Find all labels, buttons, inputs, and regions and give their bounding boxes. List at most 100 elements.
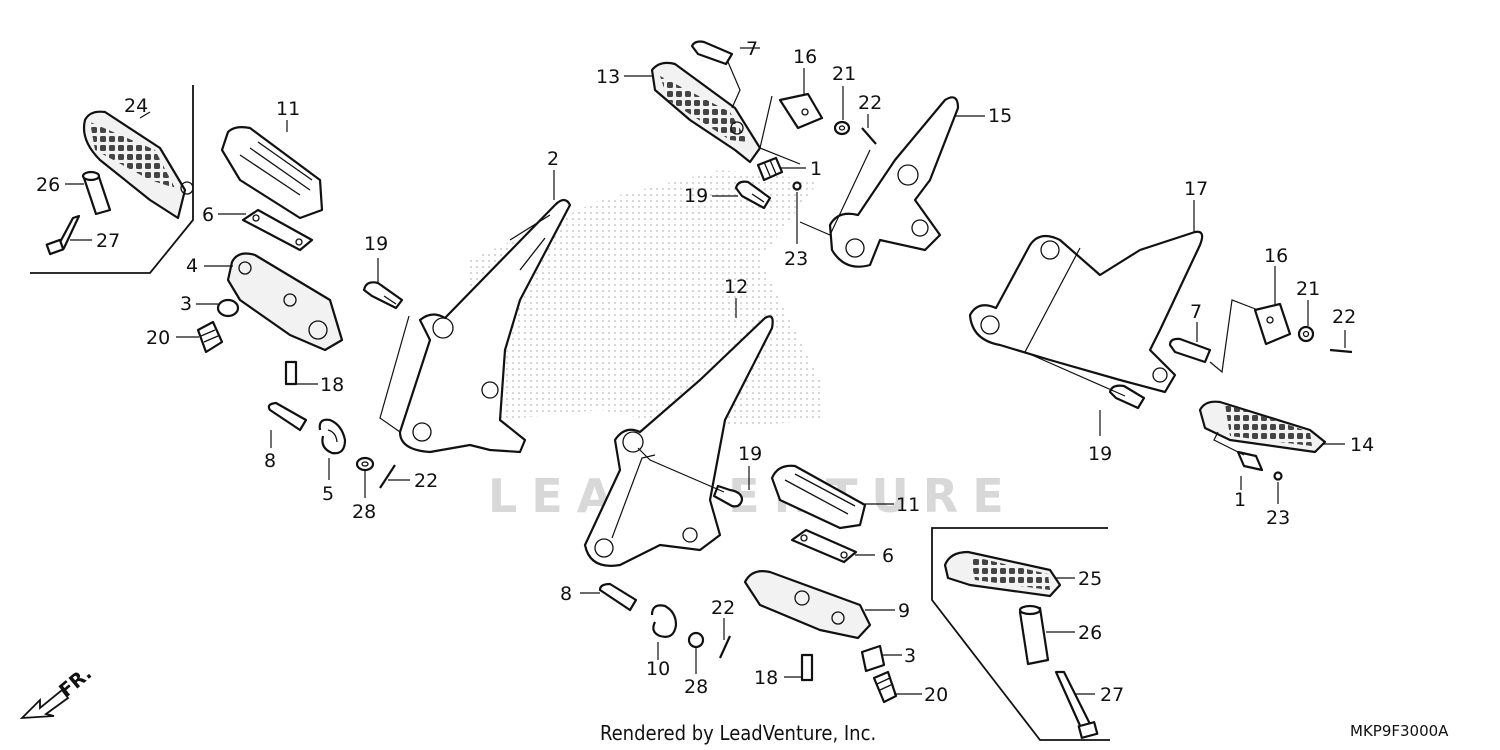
callout-28-b: 28 xyxy=(684,676,708,698)
callout-10: 10 xyxy=(646,658,670,680)
callout-22-b: 22 xyxy=(858,92,882,114)
callout-8-b: 8 xyxy=(560,583,572,605)
collar-26-bottom xyxy=(1018,604,1050,666)
callout-23-b: 23 xyxy=(1266,507,1290,529)
callout-20-a: 20 xyxy=(146,327,170,349)
spring-10 xyxy=(650,604,678,638)
footpeg-24 xyxy=(82,110,194,220)
cotter-pin-22-a xyxy=(379,464,396,489)
callout-3-b: 3 xyxy=(904,645,916,667)
callout-24: 24 xyxy=(124,95,148,117)
inset-frame-bottom-right xyxy=(931,527,1110,741)
footer-credit: Rendered by LeadVenture, Inc. xyxy=(600,721,876,745)
pin-8-top xyxy=(267,401,308,432)
pin-7-bottom xyxy=(1168,337,1212,364)
callout-19-b: 19 xyxy=(684,185,708,207)
spring-1-top xyxy=(756,156,784,182)
callout-11-b: 11 xyxy=(896,494,920,516)
bolt-20-top xyxy=(196,320,224,354)
ball-23-bottom xyxy=(1273,471,1283,481)
footpeg-13 xyxy=(650,61,762,164)
callout-4: 4 xyxy=(186,255,198,277)
cotter-pin-22-d xyxy=(1329,348,1353,354)
bracket-12 xyxy=(583,315,774,567)
callout-19-c: 19 xyxy=(738,443,762,465)
callout-13: 13 xyxy=(596,66,620,88)
bolt-27-top xyxy=(45,214,81,256)
inset-frame-top-left xyxy=(30,85,194,274)
front-indicator: FR. xyxy=(19,662,96,720)
callout-15: 15 xyxy=(988,105,1012,127)
callout-1-b: 1 xyxy=(1234,489,1246,511)
callout-14: 14 xyxy=(1350,434,1374,456)
callout-19-a: 19 xyxy=(364,233,388,255)
collar-3-bottom xyxy=(860,644,886,673)
plate-6-top xyxy=(241,208,314,252)
footpeg-14 xyxy=(1198,400,1327,454)
callout-20-b: 20 xyxy=(924,684,948,706)
callout-21-b: 21 xyxy=(1296,278,1320,300)
washer-28-bottom xyxy=(687,631,705,649)
rubber-11-top xyxy=(220,126,324,220)
leader-lines xyxy=(65,47,1346,695)
callout-18-a: 18 xyxy=(320,374,344,396)
bracket-17 xyxy=(968,230,1204,394)
bolt-20-bottom xyxy=(872,670,898,704)
watermark-logo xyxy=(470,170,820,430)
callout-22-a: 22 xyxy=(414,470,438,492)
callout-6-b: 6 xyxy=(882,545,894,567)
callout-7-a: 7 xyxy=(746,38,758,60)
front-arrow-icon xyxy=(19,688,70,720)
callout-8-a: 8 xyxy=(264,450,276,472)
washer-21-top xyxy=(833,120,851,136)
callout-27-a: 27 xyxy=(96,230,120,252)
bolt-19-b xyxy=(734,180,772,210)
spring-5 xyxy=(318,418,347,455)
plate-6-bottom xyxy=(790,528,858,564)
callout-12: 12 xyxy=(724,276,748,298)
callout-28-a: 28 xyxy=(352,501,376,523)
callout-9: 9 xyxy=(898,600,910,622)
bolt-27-bottom xyxy=(1054,670,1099,739)
watermark-text: LEADVENTURE xyxy=(488,469,1018,523)
callout-16-a: 16 xyxy=(793,46,817,68)
callout-6-a: 6 xyxy=(202,204,214,226)
callouts: 24 26 27 11 6 4 3 20 18 8 5 28 22 19 2 1… xyxy=(36,38,1374,706)
plate-16-top xyxy=(778,92,824,130)
pin-8-bottom xyxy=(598,582,638,612)
footpeg-25 xyxy=(943,550,1062,598)
plate-16-bottom xyxy=(1253,302,1292,346)
callout-26-b: 26 xyxy=(1078,622,1102,644)
callout-26-a: 26 xyxy=(36,174,60,196)
collar-3-top xyxy=(216,298,240,318)
bolt-19-d xyxy=(1108,384,1146,410)
callout-22-c: 22 xyxy=(711,597,735,619)
callout-1-a: 1 xyxy=(810,158,822,180)
callout-27-b: 27 xyxy=(1100,684,1124,706)
callout-5: 5 xyxy=(322,483,334,505)
callout-11-a: 11 xyxy=(276,98,300,120)
callout-21-a: 21 xyxy=(832,63,856,85)
washer-28-top xyxy=(355,456,375,472)
screw-18-top xyxy=(284,360,298,386)
callout-25: 25 xyxy=(1078,568,1102,590)
callout-3-a: 3 xyxy=(180,293,192,315)
diagram-code: MKP9F3000A xyxy=(1350,722,1449,740)
washer-21-bottom xyxy=(1297,325,1315,343)
collar-26 xyxy=(81,170,112,216)
callout-16-b: 16 xyxy=(1264,245,1288,267)
rubber-11-bottom xyxy=(770,464,867,530)
spring-1-bottom xyxy=(1236,450,1264,472)
bracket-15 xyxy=(828,96,960,268)
bolt-19-a xyxy=(362,281,404,310)
ball-23-top xyxy=(792,181,802,191)
cotter-pin-22-b xyxy=(861,127,877,145)
callout-2: 2 xyxy=(547,148,559,170)
callout-22-d: 22 xyxy=(1332,306,1356,328)
pin-7-top xyxy=(690,40,734,66)
holder-4 xyxy=(226,252,344,352)
screw-18-bottom xyxy=(800,653,814,682)
cotter-pin-22-c xyxy=(718,635,732,659)
callout-19-d: 19 xyxy=(1088,443,1112,465)
